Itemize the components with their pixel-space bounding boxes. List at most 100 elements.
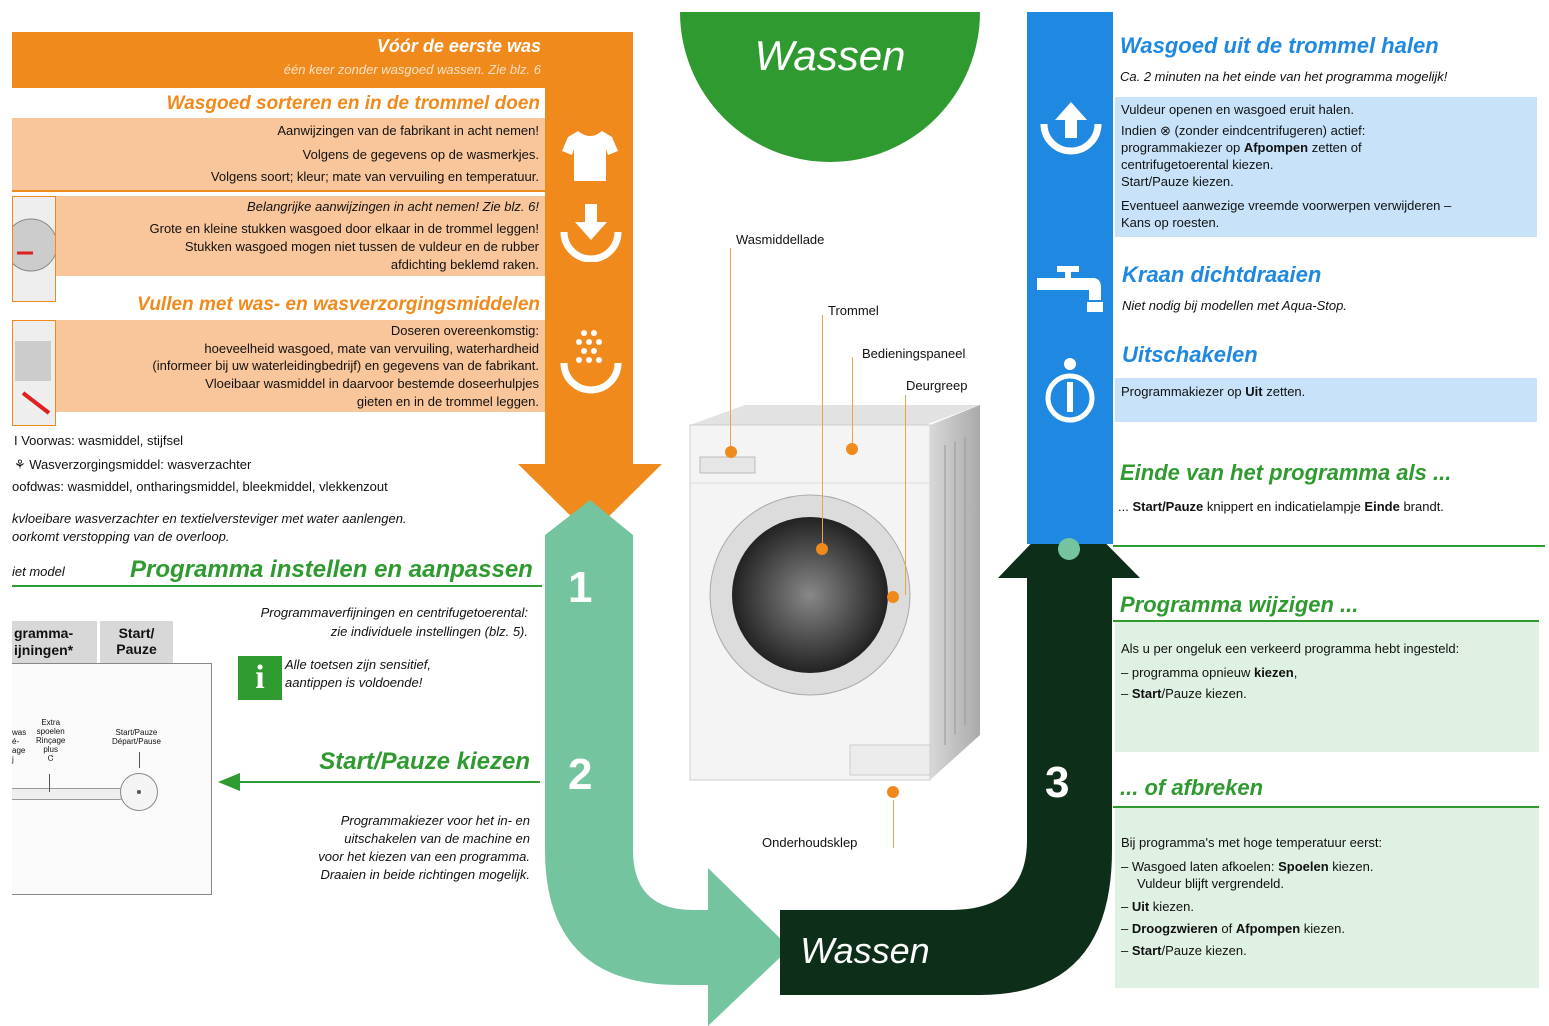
label-door-handle: Deurgreep	[906, 378, 968, 393]
orange-arrow-head	[518, 464, 662, 535]
important-title: Belangrijke aanwijzingen in acht nemen! …	[247, 199, 539, 214]
program-text-2: zie individuele instellingen (blz. 5).	[330, 624, 528, 639]
end-title: Einde van het programma als ...	[1120, 460, 1452, 485]
washing-machine-image	[689, 405, 980, 781]
tap-sub: Niet nodig bij modellen met Aqua-Stop.	[1122, 298, 1347, 313]
sort-line-3: Volgens soort; kleur; mate van vervuilin…	[210, 169, 539, 184]
remove-line-4: Kans op roesten.	[1121, 215, 1220, 230]
fill-line-4: Vloeibaar wasmiddel in daarvoor bestemde…	[205, 376, 539, 391]
abort-box: Bij programma's met hoge temperatuur eer…	[1115, 808, 1539, 988]
important-line-2: Stukken wasgoed mogen niet tussen de vul…	[184, 239, 539, 254]
wash-title-top: Wassen	[754, 32, 906, 79]
important-line-1: Grote en kleine stukken wasgoed door elk…	[149, 221, 540, 236]
change-intro: Als u per ongeluk een verkeerd programma…	[1121, 641, 1460, 656]
before-first-wash-box: Vóór de eerste was één keer zonder wasgo…	[12, 32, 545, 88]
change-line-2: – Start/Pauze kiezen.	[1121, 686, 1247, 701]
power-off-icon	[1045, 358, 1095, 423]
step-number-1: 1	[568, 563, 593, 612]
step-number-2: 2	[568, 750, 593, 799]
before-first-title: Vóór de eerste was	[376, 36, 541, 56]
remove-line-1: Vuldeur openen en wasgoed eruit halen.	[1121, 102, 1354, 117]
compartment-line-2: ⚘ Wasverzorgingsmiddel: wasverzachter	[14, 457, 252, 472]
label-drum: Trommel	[828, 303, 879, 318]
detergent-icon	[560, 330, 622, 394]
important-line-3: afdichting beklemd raken.	[390, 257, 539, 272]
remove-line-2c: centrifugetoerental kiezen.	[1121, 157, 1274, 172]
load-down-icon	[560, 204, 622, 262]
tap-title: Kraan dichtdraaien	[1122, 262, 1322, 287]
abort-line-1: – Wasgoed laten afkoelen: Spoelen kiezen…	[1121, 859, 1374, 874]
panel-slider[interactable]	[12, 788, 125, 800]
note-line-1: kvloeibare wasverzachter en textielverst…	[12, 511, 407, 526]
sort-box: Aanwijzingen van de fabrikant in acht ne…	[12, 118, 545, 190]
step-number-3: 3	[1045, 758, 1070, 807]
sort-line-2: Volgens de gegevens op de wasmerkjes.	[302, 147, 539, 162]
start-text-3: voor het kiezen van een programma.	[318, 849, 530, 864]
remove-line-2d: Start/Pauze kiezen.	[1121, 174, 1234, 189]
green-dot	[1058, 538, 1080, 560]
start-pause-button[interactable]	[120, 773, 158, 811]
end-text: ... Start/Pauze knippert en indicatielam…	[1118, 499, 1444, 514]
program-title: Programma instellen en aanpassen	[130, 556, 533, 583]
info-icon: i	[238, 656, 282, 700]
label-control-panel: Bedieningspaneel	[862, 346, 966, 361]
change-title: Programma wijzigen ...	[1120, 592, 1359, 617]
fill-line-2: hoeveelheid wasgoed, mate van vervuiling…	[204, 341, 539, 356]
left-arrow-head	[218, 773, 240, 791]
change-line-1: – programma opnieuw kiezen,	[1121, 665, 1298, 680]
remove-line-2b: programmakiezer op Afpompen zetten of	[1121, 140, 1362, 155]
program-text-1: Programmaverfijningen en centrifugetoere…	[260, 605, 528, 620]
water-tap-icon	[1037, 266, 1103, 312]
fill-box: Doseren overeenkomstig: hoeveelheid wasg…	[55, 320, 545, 412]
fill-title: Vullen met was- en wasverzorgingsmiddele…	[137, 294, 540, 315]
shirt-icon	[562, 131, 618, 181]
fill-line-3: (informeer bij uw waterleidingbedrijf) e…	[152, 358, 539, 373]
fill-line-5: gieten en in de trommel leggen.	[356, 394, 539, 409]
off-text: Programmakiezer op Uit zetten.	[1121, 384, 1306, 399]
label-detergent-drawer: Wasmiddellade	[736, 232, 825, 247]
remove-sub: Ca. 2 minuten na het einde van het progr…	[1120, 69, 1448, 84]
before-first-text: één keer zonder wasgoed wassen. Zie blz.…	[283, 62, 541, 77]
remove-title: Wasgoed uit de trommel halen	[1120, 33, 1439, 58]
remove-line-2a: Indien ⊗ (zonder eindcentrifugeren) acti…	[1121, 123, 1366, 138]
change-box: Als u per ongeluk een verkeerd programma…	[1115, 622, 1539, 752]
start-text-1: Programmakiezer voor het in- en	[340, 813, 530, 828]
drum-load-image	[4, 196, 58, 302]
abort-line-4: – Start/Pauze kiezen.	[1121, 943, 1247, 958]
sort-line-1: Aanwijzingen van de fabrikant in acht ne…	[277, 123, 539, 138]
abort-line-1b: Vuldeur blijft vergrendeld.	[1137, 876, 1284, 891]
teal-arrow	[545, 500, 790, 1026]
wash-title-bottom: Wassen	[800, 930, 930, 971]
abort-line-2: – Uit kiezen.	[1121, 899, 1194, 914]
abort-line-3: – Droogzwieren of Afpompen kiezen.	[1121, 921, 1345, 936]
panel-tab-programs[interactable]: gramma- ijningen*	[12, 621, 97, 663]
start-text-4: Draaien in beide richtingen mogelijk.	[320, 867, 530, 882]
abort-title: ... of afbreken	[1120, 775, 1264, 800]
off-title: Uitschakelen	[1122, 342, 1258, 367]
detergent-drawer-image	[12, 320, 56, 426]
compartment-line-1: I Voorwas: wasmiddel, stijfsel	[14, 433, 184, 448]
info-text-2: aantippen is voldoende!	[285, 675, 423, 690]
info-text-1: Alle toetsen zijn sensitief,	[285, 657, 431, 672]
compartment-line-3: oofdwas: wasmiddel, ontharingsmiddel, bl…	[12, 479, 388, 494]
note-line-2: oorkomt verstopping van de overloop.	[12, 529, 230, 544]
model-label: iet model	[12, 564, 65, 579]
fill-line-1: Doseren overeenkomstig:	[390, 323, 539, 338]
top-semicircle	[680, 12, 980, 162]
label-service-flap: Onderhoudsklep	[762, 835, 858, 850]
dark-green-arrow	[780, 505, 1140, 995]
remove-line-3: Eventueel aanwezige vreemde voorwerpen v…	[1121, 198, 1452, 213]
remove-box: Vuldeur openen en wasgoed eruit halen. I…	[1115, 97, 1537, 237]
sort-title: Wasgoed sorteren en in de trommel doen	[166, 93, 540, 114]
important-box: Belangrijke aanwijzingen in acht nemen! …	[12, 196, 545, 276]
panel-tab-start-pause[interactable]: Start/ Pauze	[100, 621, 173, 663]
off-box: Programmakiezer op Uit zetten.	[1115, 378, 1537, 422]
abort-intro: Bij programma's met hoge temperatuur eer…	[1121, 835, 1383, 850]
start-pause-title: Start/Pauze kiezen	[319, 748, 530, 775]
start-text-2: uitschakelen van de machine en	[344, 831, 530, 846]
